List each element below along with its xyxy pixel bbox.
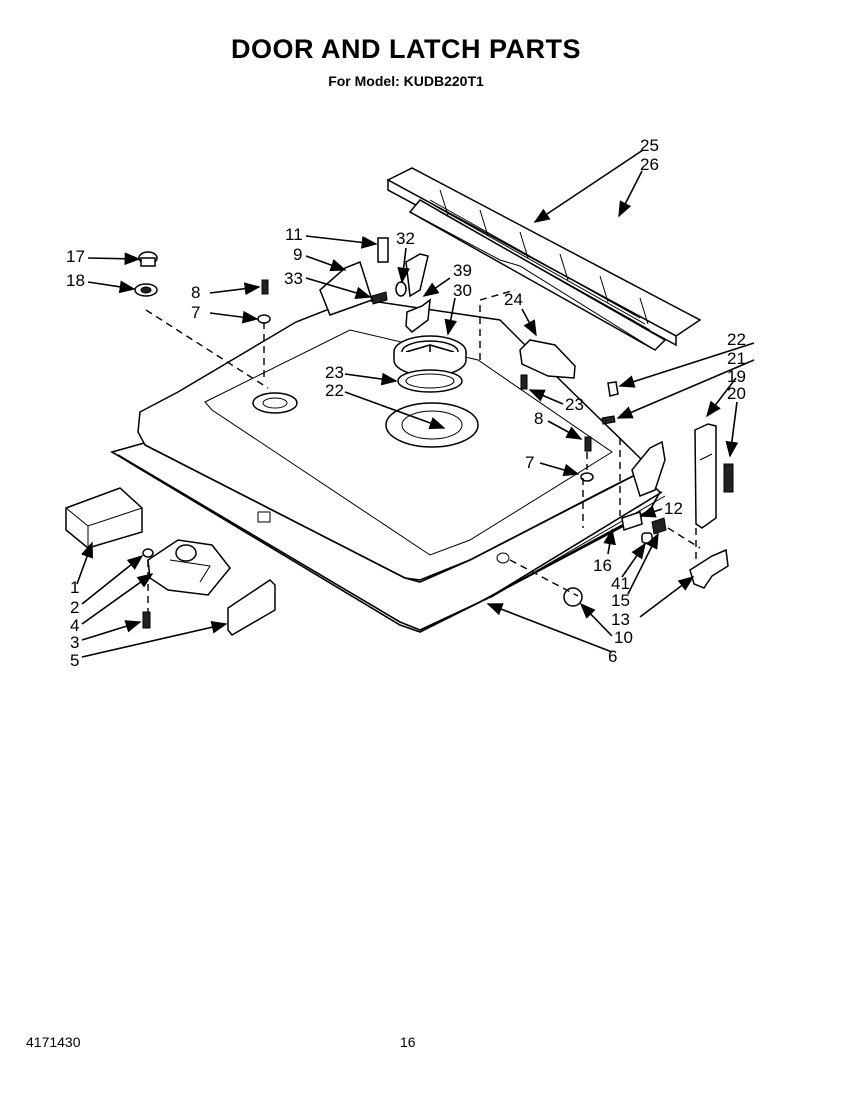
door-slot [257,511,271,523]
part-33-screw [371,291,388,305]
callout-2: 2 [70,598,79,617]
callout-24: 23 [325,363,344,382]
latch-bracket-13 [689,548,729,589]
latch-clip-22 [607,381,619,397]
bracket-part-26 [519,339,576,390]
washer-7-left [257,314,271,324]
callout-32: 32 [396,229,415,248]
dispenser-gasket-24 [397,369,463,393]
callout-16: 16 [593,556,612,575]
page-title: DOOR AND LATCH PARTS [231,34,581,64]
callout-26: 24 [504,290,523,309]
callout-30: 30 [453,281,472,300]
vent-console-part-27 [386,167,702,351]
strike-12 [621,511,643,531]
callout-10: 10 [614,628,633,647]
rinse-aid-cap-17 [138,251,158,267]
latch-assembly-2 [142,539,231,596]
bracket-part-1 [65,487,143,549]
washer-7-right [580,472,594,482]
screw-3 [142,611,151,629]
callout-8-left: 8 [191,283,200,302]
callout-23: 22 [325,381,344,400]
callout-7-right: 7 [525,453,534,472]
bolt-20 [723,463,734,493]
callout-41: 41 [611,574,630,593]
screw-8-right [584,436,592,452]
callout-12: 12 [664,499,683,518]
callout-28: 26 [640,155,659,174]
hinge-bracket-19 [694,423,717,529]
screw-8-left [261,279,269,295]
callout-7-left: 7 [191,303,200,322]
screw-25 [520,374,528,390]
callout-39: 39 [453,261,472,280]
plug-10 [563,587,583,607]
part-number: 4171430 [26,1034,81,1050]
callout-33: 33 [284,269,303,288]
callout-8-right: 8 [534,409,543,428]
callout-25: 23 [565,395,584,414]
callout-labels: 25 26 11 32 17 9 39 18 33 30 8 24 7 22 2… [66,136,746,670]
callout-22: 22 [727,330,746,349]
callout-9: 9 [293,245,302,264]
callout-1: 1 [70,578,79,597]
callout-21: 21 [727,349,746,368]
callout-17: 17 [66,247,85,266]
callout-6: 6 [608,647,617,666]
callout-13: 13 [611,610,630,629]
screw-15 [651,517,667,535]
dispenser-recess [385,402,479,448]
callout-19: 19 [727,367,746,386]
part-32-grommet [395,281,407,297]
callout-27: 25 [640,136,659,155]
callout-18: 18 [66,271,85,290]
page-number: 16 [400,1034,416,1050]
callout-3: 3 [70,633,79,652]
callout-5: 5 [70,651,79,670]
screw-21 [601,415,616,425]
rinse-aid-ring-18 [134,283,158,297]
part-11-clip [377,237,389,263]
callout-11: 11 [285,225,303,244]
model-subtitle: For Model: KUDB220T1 [328,73,484,89]
detergent-dispenser [393,298,467,393]
callout-15: 15 [611,591,630,610]
shield-5 [227,579,276,636]
washer-part-2 [142,548,154,558]
bumper-41 [641,532,653,544]
leader-lines [76,149,755,658]
callout-20: 20 [727,384,746,403]
rinse-aid-opening [252,392,298,414]
callout-4: 4 [70,616,79,635]
vent-parts-left [371,237,429,305]
door-hole [496,552,510,564]
